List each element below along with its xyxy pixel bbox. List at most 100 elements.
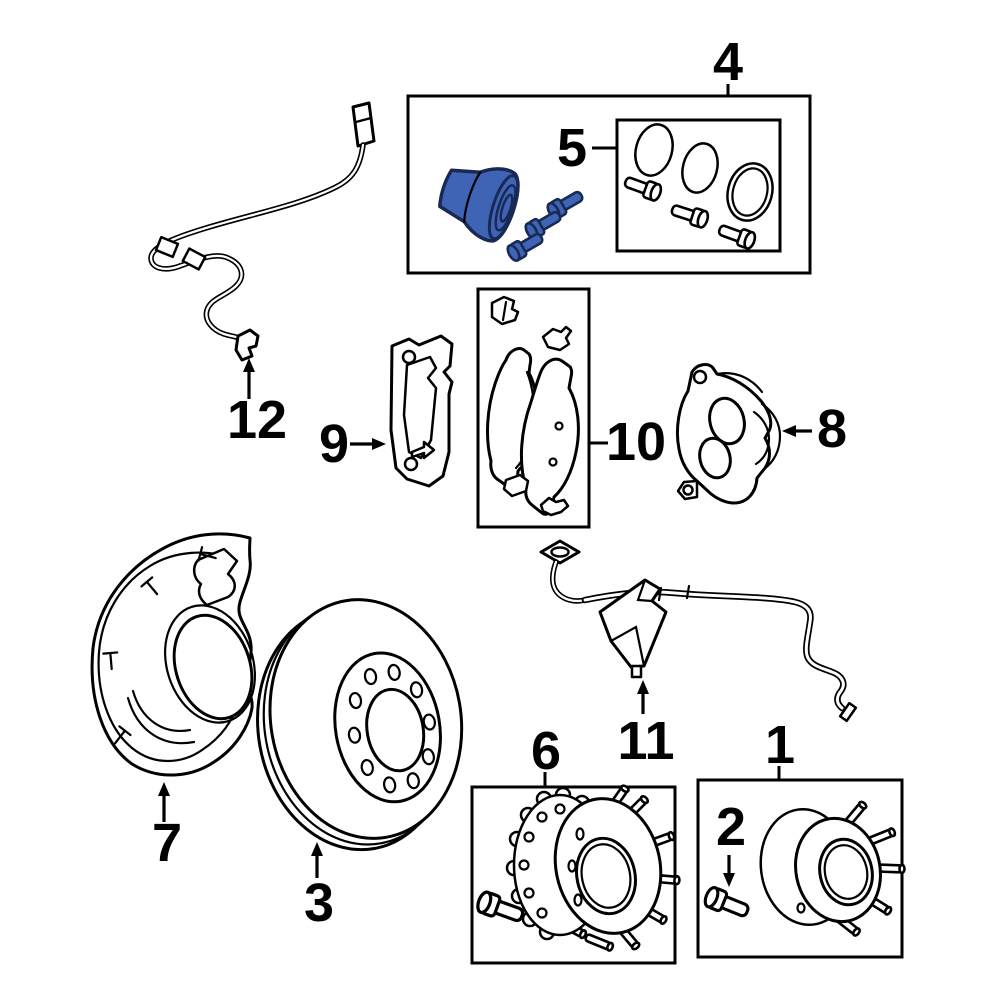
- piston-boot-body[interactable]: [432, 153, 524, 245]
- callout-2[interactable]: 2: [716, 797, 746, 887]
- callout-1-label[interactable]: 1: [765, 715, 795, 775]
- kit-box-4-outline: [406, 94, 812, 275]
- hose-end-fitting: [838, 701, 858, 723]
- hub6-flange-hole: [523, 887, 535, 899]
- hub6-face-hole: [573, 893, 583, 907]
- wire-clip-1: [154, 235, 180, 259]
- bracket-arrow-mark: [410, 440, 436, 460]
- callout-10-label[interactable]: 10: [606, 412, 666, 472]
- hub-bearing-1[interactable]: [753, 799, 906, 938]
- piston-cup-center: [499, 193, 514, 223]
- hub-bearing-box[interactable]: 1 2: [696, 715, 906, 959]
- callout-5[interactable]: 5: [557, 118, 616, 178]
- callout-5-label[interactable]: 5: [557, 118, 587, 178]
- bracket-hole-bottom: [403, 456, 419, 472]
- hub6-flange-hole: [554, 803, 566, 815]
- callout-8-label[interactable]: 8: [817, 399, 847, 459]
- wheel-stud-part-2[interactable]: [701, 884, 753, 923]
- dust-shield-rim-line: [97, 551, 239, 762]
- callout-4-label[interactable]: 4: [713, 32, 743, 92]
- rotor-lug-hole: [409, 681, 424, 699]
- seal-kit-bolt-1: [621, 172, 665, 204]
- shield-slot-2: [140, 576, 159, 596]
- hub1-face-hole: [796, 902, 806, 914]
- kit-box-10-outline: [476, 287, 591, 529]
- callout-9[interactable]: 9: [319, 414, 386, 474]
- callout-11-label[interactable]: 11: [617, 711, 674, 771]
- dust-shield-top-bracket: [192, 547, 239, 607]
- hose-banjo-tube-inner: [551, 560, 587, 603]
- seal-kit-bolt-2: [668, 199, 712, 231]
- hub1-bore-inner: [823, 844, 869, 900]
- callout-3-label[interactable]: 3: [304, 873, 334, 933]
- sensor-wire-inner: [149, 143, 365, 346]
- pad-clip-top-left-line: [501, 300, 508, 322]
- piston-bolt-2[interactable]: [522, 206, 565, 242]
- hub6-face-hole: [575, 827, 585, 841]
- hose-line-inner: [583, 590, 845, 710]
- pad-clip-bottom-right: [539, 496, 570, 517]
- callout-10[interactable]: 10: [589, 412, 666, 472]
- sensor-connector-line: [354, 116, 373, 124]
- hose-bracket-tab: [630, 664, 643, 679]
- caliper-piston-highlighted[interactable]: [432, 153, 587, 264]
- hub6-stud: [583, 931, 616, 953]
- wire-clip-2: [181, 247, 207, 271]
- callout-2-label[interactable]: 2: [716, 797, 746, 857]
- hub6-flange-hole: [518, 859, 530, 871]
- brake-pad-set-box[interactable]: 10: [476, 287, 666, 529]
- callout-7[interactable]: 7: [152, 782, 182, 873]
- brake-hose[interactable]: 11: [539, 539, 858, 771]
- callout-6-label[interactable]: 6: [531, 721, 561, 781]
- hub1-bore: [818, 837, 874, 907]
- callout-7-label[interactable]: 7: [152, 813, 182, 873]
- piston-cup-rim: [487, 174, 520, 241]
- rotor-lug-hole: [347, 726, 362, 744]
- kit-box-6-outline: [470, 785, 677, 965]
- pad-rivet-hole-2: [548, 457, 558, 467]
- shield-slot-4: [113, 725, 132, 745]
- hose-bracket-fold-2: [609, 625, 646, 668]
- dust-shield-opening: [172, 613, 254, 721]
- bracket-window: [402, 355, 438, 460]
- abs-wheel-speed-sensor[interactable]: 12: [148, 101, 376, 450]
- brake-dust-shield[interactable]: 7: [90, 532, 269, 873]
- hub-assembly-6[interactable]: [505, 783, 682, 953]
- callout-3[interactable]: 3: [304, 842, 334, 933]
- callout-9-label[interactable]: 9: [319, 414, 349, 474]
- caliper-bore-1: [708, 396, 746, 446]
- seal-ring-3-inner: [731, 167, 769, 217]
- caliper-mounting-bracket[interactable]: 9: [319, 334, 454, 488]
- caliper-seal-kit-box[interactable]: 5: [557, 118, 782, 253]
- seal-ring-2: [681, 142, 719, 194]
- rotor-lug-hole: [387, 663, 401, 681]
- hub-assembly-box[interactable]: 6: [470, 721, 682, 965]
- caliper-ear-hole-bottom: [682, 484, 694, 496]
- sensor-connector: [351, 101, 376, 148]
- callout-1[interactable]: 1: [765, 715, 795, 780]
- callout-12[interactable]: 12: [227, 358, 287, 450]
- callout-12-label[interactable]: 12: [227, 390, 287, 450]
- callout-11[interactable]: 11: [617, 680, 675, 771]
- caliper-ear-hole-top: [692, 369, 708, 385]
- hub6-bore-inner: [580, 843, 632, 909]
- pad-clip-top-right: [541, 325, 573, 352]
- brake-rotor[interactable]: 3: [238, 584, 482, 933]
- piston-bolt-3[interactable]: [504, 228, 547, 264]
- callout-8[interactable]: 8: [782, 399, 847, 459]
- dust-shield-opening-rim: [163, 604, 257, 724]
- callout-4[interactable]: 4: [713, 32, 743, 96]
- hub6-flange-hole: [536, 907, 548, 919]
- caliper-bore-2: [698, 436, 732, 480]
- shield-slot-3: [102, 651, 119, 671]
- callout-6[interactable]: 6: [531, 721, 561, 787]
- rotor-lug-hole: [422, 713, 436, 731]
- piston-cup-ring: [494, 184, 517, 232]
- hub6-flange-hole: [536, 811, 548, 823]
- brake-caliper[interactable]: 8: [675, 363, 847, 505]
- hub6-bore: [575, 836, 637, 916]
- rotor-lug-hole: [406, 772, 420, 790]
- hose-banjo-hole: [550, 546, 570, 558]
- hose-collar-mark-2: [685, 584, 691, 600]
